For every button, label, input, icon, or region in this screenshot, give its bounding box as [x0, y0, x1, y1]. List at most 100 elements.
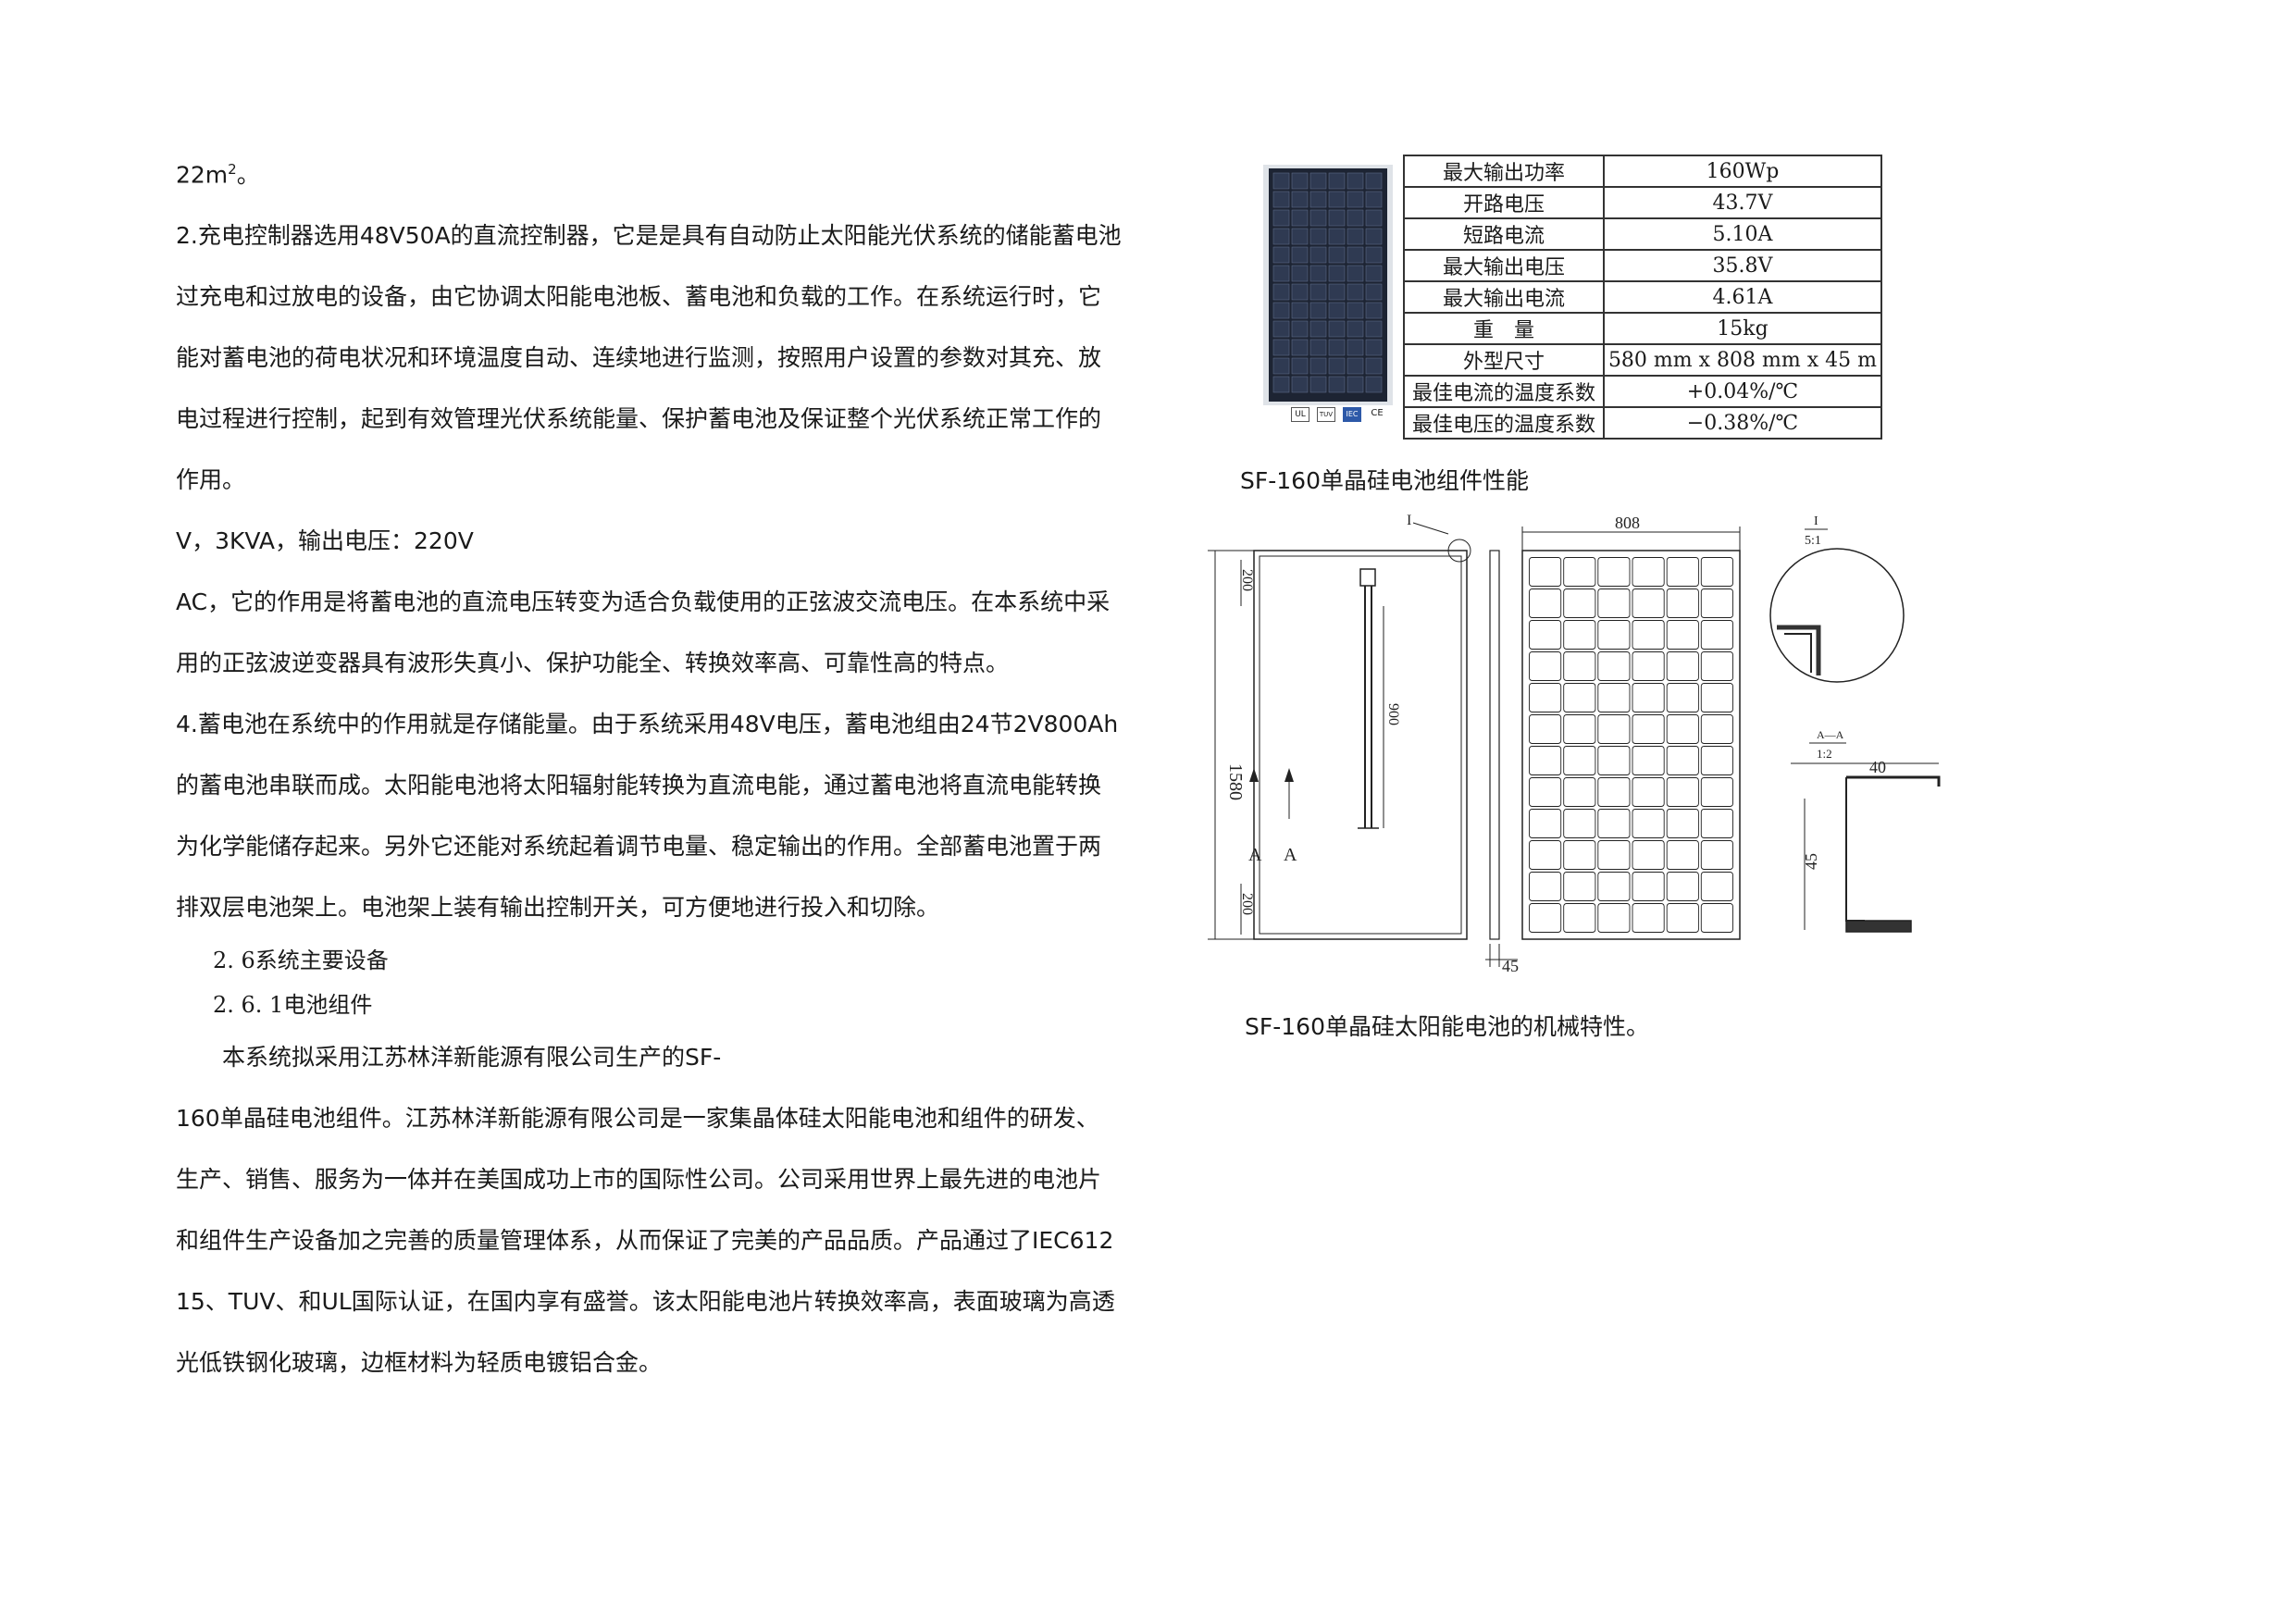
spec-key: 短路电流	[1403, 217, 1605, 251]
drawing-cell	[1563, 588, 1596, 618]
drawing-cell	[1666, 777, 1699, 807]
photo-cell	[1291, 191, 1309, 208]
spec-key: 最大输出功率	[1403, 155, 1605, 188]
drawing-cell	[1700, 620, 1733, 650]
spec-key: 重 量	[1403, 312, 1605, 345]
table-row: 最佳电压的温度系数−0.38%/℃	[1403, 406, 1883, 440]
drawing-cell	[1563, 809, 1596, 838]
paragraph-line: 光低铁钢化玻璃，边框材料为轻质电镀铝合金。	[176, 1349, 663, 1377]
photo-cell	[1347, 320, 1364, 338]
drawing-cell	[1632, 651, 1665, 681]
drawing-cell	[1597, 714, 1631, 744]
drawing-cell	[1632, 620, 1665, 650]
drawing-cell	[1666, 683, 1699, 712]
section-height-label: 45	[1802, 853, 1820, 870]
drawing-cell	[1529, 903, 1562, 933]
panel-back-outline	[1253, 550, 1468, 940]
iec-mark-icon: IEC	[1343, 407, 1361, 422]
photo-cell	[1328, 320, 1346, 338]
photo-cell	[1309, 283, 1327, 301]
drawing-cell	[1700, 809, 1733, 838]
drawing-cell	[1597, 620, 1631, 650]
drawing-cell	[1597, 683, 1631, 712]
drawing-cell	[1666, 651, 1699, 681]
width-label: 808	[1615, 514, 1640, 532]
photo-cell	[1272, 339, 1290, 356]
spec-value: 4.61A	[1602, 280, 1883, 314]
drawing-cell	[1597, 903, 1631, 933]
drawing-cell	[1666, 588, 1699, 618]
drawing-cell	[1700, 651, 1733, 681]
spec-key: 最佳电流的温度系数	[1403, 375, 1605, 408]
photo-cell	[1272, 283, 1290, 301]
photo-cell	[1365, 228, 1383, 245]
photo-cell	[1309, 228, 1327, 245]
photo-cell	[1309, 246, 1327, 264]
drawing-cell	[1597, 557, 1631, 587]
spec-value: 43.7V	[1602, 186, 1883, 219]
paragraph-line: 作用。	[176, 466, 246, 494]
photo-cell	[1309, 302, 1327, 319]
photo-cell	[1347, 191, 1364, 208]
photo-cell	[1291, 376, 1309, 393]
drawing-cell	[1529, 683, 1562, 712]
drawing-cell	[1632, 557, 1665, 587]
bottom-margin-label: 200	[1239, 893, 1255, 915]
photo-cell	[1365, 246, 1383, 264]
paragraph-line: 能对蓄电池的荷电状况和环境温度自动、连续地进行监测，按照用户设置的参数对其充、放	[176, 344, 1102, 372]
photo-cell	[1365, 265, 1383, 282]
drawing-cell	[1700, 872, 1733, 901]
photo-cell	[1309, 172, 1327, 190]
drawing-cell	[1666, 746, 1699, 775]
photo-cell	[1291, 228, 1309, 245]
drawing-cell	[1700, 777, 1733, 807]
photo-cell	[1347, 339, 1364, 356]
drawing-cell	[1563, 746, 1596, 775]
drawing-cell	[1563, 872, 1596, 901]
photo-cell	[1309, 209, 1327, 227]
paragraph-line: 为化学能储存起来。另外它还能对系统起着调节电量、稳定输出的作用。全部蓄电池置于两	[176, 833, 1102, 861]
paragraph-line: 160单晶硅电池组件。江苏林洋新能源有限公司是一家集晶体硅太阳能电池和组件的研发…	[176, 1105, 1099, 1133]
photo-cell	[1291, 283, 1309, 301]
drawing-cell	[1563, 683, 1596, 712]
photo-cell	[1347, 357, 1364, 375]
drawing-cell	[1563, 903, 1596, 933]
solar-panel-image	[1263, 165, 1393, 405]
detail-scale-label: 5:1	[1805, 534, 1821, 548]
section-a-left: A	[1248, 845, 1262, 865]
ul-mark-icon: UL	[1291, 407, 1309, 422]
photo-cell	[1291, 265, 1309, 282]
drawing-cell	[1529, 651, 1562, 681]
photo-cell	[1365, 191, 1383, 208]
photo-cell	[1347, 283, 1364, 301]
photo-cell	[1309, 339, 1327, 356]
photo-cell	[1328, 246, 1346, 264]
drawing-cell	[1597, 809, 1631, 838]
section-aa-label: A—A	[1817, 728, 1844, 741]
drawing-cell	[1563, 777, 1596, 807]
paragraph-line: 2.充电控制器选用48V50A的直流控制器，它是是具有自动防止太阳能光伏系统的储…	[176, 222, 1122, 250]
section-heading: 2. 6系统主要设备	[213, 948, 389, 974]
drawing-cell	[1529, 588, 1562, 618]
spec-key: 最大输出电压	[1403, 249, 1605, 282]
photo-cell	[1272, 228, 1290, 245]
drawing-cell	[1700, 588, 1733, 618]
drawing-cell	[1632, 840, 1665, 870]
drawing-cell	[1597, 777, 1631, 807]
photo-cell	[1328, 376, 1346, 393]
photo-cell	[1347, 228, 1364, 245]
spec-key: 开路电压	[1403, 186, 1605, 219]
photo-cell	[1365, 339, 1383, 356]
drawing-cell	[1529, 809, 1562, 838]
drawing-cell	[1597, 588, 1631, 618]
spec-value: −0.38%/℃	[1602, 406, 1883, 440]
drawing-cell	[1563, 651, 1596, 681]
drawing-cell	[1563, 840, 1596, 870]
spec-value: +0.04%/℃	[1602, 375, 1883, 408]
photo-cell	[1365, 283, 1383, 301]
paragraph-line: AC，它的作用是将蓄电池的直流电压转变为适合负载使用的正弦波交流电压。在本系统中…	[176, 588, 1111, 616]
drawing-cell	[1529, 872, 1562, 901]
photo-cell	[1309, 357, 1327, 375]
